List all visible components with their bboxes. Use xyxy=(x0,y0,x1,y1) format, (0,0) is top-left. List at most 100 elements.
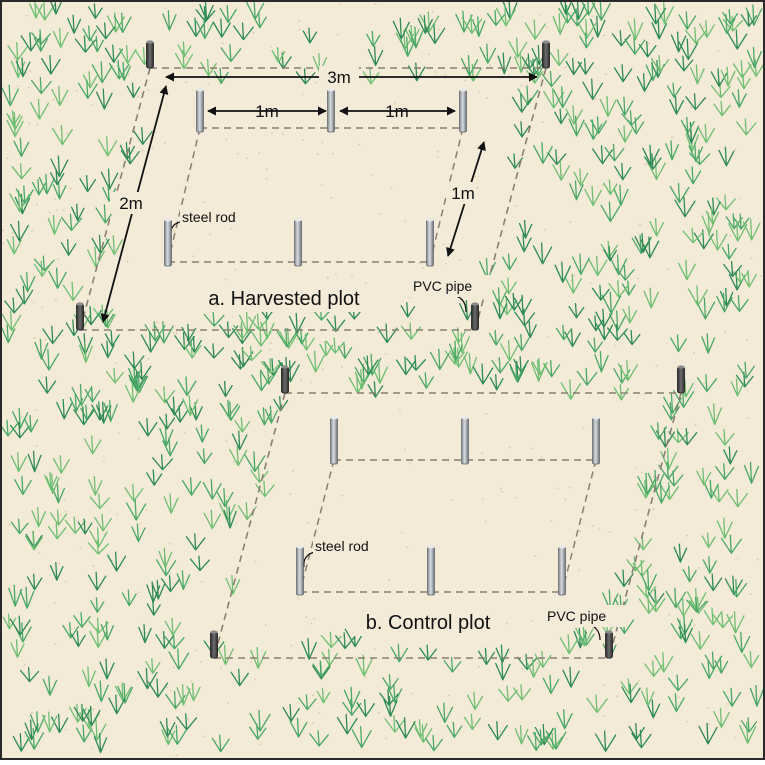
soil-speckle xyxy=(514,205,517,208)
pvc-pipe-label-b: PVC pipe xyxy=(547,608,606,624)
grass-tuft-icon xyxy=(355,654,373,677)
soil-speckle xyxy=(259,743,262,746)
soil-speckle xyxy=(410,692,413,695)
grass-tuft-icon xyxy=(649,218,664,237)
grass-tuft-icon xyxy=(78,341,93,363)
grass-tuft-icon xyxy=(73,612,91,628)
soil-speckle xyxy=(57,258,60,261)
soil-speckle xyxy=(436,155,439,158)
soil-speckle xyxy=(451,499,454,501)
grass-tuft-icon xyxy=(590,116,607,135)
grass-tuft-icon xyxy=(174,49,194,70)
grass-tuft-icon xyxy=(15,285,34,305)
label-backdrop xyxy=(446,182,476,204)
posts xyxy=(76,40,685,659)
grass-tuft-icon xyxy=(220,44,242,63)
grass-tuft-icon xyxy=(707,403,723,426)
soil-speckle xyxy=(686,534,688,537)
grass-tuft-icon xyxy=(531,359,547,382)
soil-speckle xyxy=(36,123,39,126)
grass-tuft-icon xyxy=(225,574,241,595)
soil-speckle xyxy=(540,456,543,459)
soil-speckle xyxy=(431,10,434,13)
grass-tuft-icon xyxy=(81,666,96,688)
grass-tuft-icon xyxy=(91,61,113,84)
grass-tuft-icon xyxy=(638,40,657,58)
soil-speckle xyxy=(147,89,150,91)
grass-tuft-icon xyxy=(186,335,202,353)
soil-speckle xyxy=(573,274,576,277)
soil-speckle xyxy=(736,557,739,560)
soil-speckle xyxy=(582,427,585,430)
soil-speckle xyxy=(489,64,491,67)
soil-speckle xyxy=(320,184,323,186)
grass-tuft-icon xyxy=(244,451,266,473)
grass-tuft-icon xyxy=(408,26,424,49)
grass-tuft-icon xyxy=(487,720,508,741)
grass-tuft-icon xyxy=(554,108,569,125)
grass-tuft-icon xyxy=(306,350,325,373)
soil-speckle xyxy=(227,702,229,704)
soil-speckle xyxy=(734,148,737,151)
grass-tuft-icon xyxy=(554,261,572,283)
grass-tuft-icon xyxy=(233,22,255,41)
grass-tuft-icon xyxy=(492,287,507,307)
steel-rod-icon xyxy=(327,88,335,133)
soil-speckle xyxy=(602,184,604,187)
soil-speckle xyxy=(166,686,168,689)
grass-tuft-icon xyxy=(231,354,250,370)
grass-tuft-icon xyxy=(52,181,67,200)
steel-rod-icon xyxy=(461,416,469,465)
grass-tuft-icon xyxy=(363,353,382,376)
soil-speckle xyxy=(481,452,483,455)
grass-tuft-icon xyxy=(710,68,728,87)
grass-tuft-icon xyxy=(181,476,202,496)
steel-rod-icon xyxy=(426,218,434,267)
grass-tuft-icon xyxy=(124,351,145,370)
grass-tuft-icon xyxy=(252,12,267,29)
grass-tuft-icon xyxy=(667,674,689,692)
grass-tuft-icon xyxy=(509,360,527,383)
grass-tuft-icon xyxy=(10,518,29,535)
grass-tuft-icon xyxy=(609,254,628,276)
grass-tuft-icon xyxy=(223,506,237,529)
grass-tuft-icon xyxy=(387,684,403,704)
grass-tuft-icon xyxy=(701,333,716,354)
harvested-plot-title: a. Harvested plot xyxy=(208,288,360,310)
grass-tuft-icon xyxy=(552,161,571,181)
grass-tuft-icon xyxy=(390,643,408,663)
grass-tuft-icon xyxy=(218,321,239,339)
grass-tuft-icon xyxy=(603,245,618,262)
soil-speckle xyxy=(62,209,64,212)
grass-tuft-icon xyxy=(49,169,65,186)
grass-tuft-icon xyxy=(621,110,642,126)
grass-tuft-icon xyxy=(566,8,588,27)
grass-tuft-icon xyxy=(14,476,32,496)
grass-tuft-icon xyxy=(400,302,416,318)
grass-tuft-icon xyxy=(436,702,454,724)
steel-rod-icon xyxy=(296,545,304,596)
soil-speckle xyxy=(364,676,367,679)
grass-tuft-icon xyxy=(276,327,298,348)
grass-tuft-icon xyxy=(743,461,760,484)
soil-speckle xyxy=(638,680,640,682)
grass-tuft-icon xyxy=(665,140,679,161)
steel-rod-icon xyxy=(196,88,204,133)
grass-tuft-icon xyxy=(117,682,134,704)
soil-speckle xyxy=(321,368,324,370)
label-backdrop xyxy=(319,66,359,88)
soil-speckle xyxy=(486,97,488,99)
grass-tuft-icon xyxy=(48,267,67,289)
grass-tuft-icon xyxy=(677,259,696,281)
soil-speckle xyxy=(645,163,647,166)
grass-tuft-icon xyxy=(617,360,639,382)
soil-speckle xyxy=(326,276,329,279)
soil-speckle xyxy=(399,409,401,412)
soil-speckle xyxy=(187,718,189,720)
grass-tuft-icon xyxy=(614,162,632,181)
soil-speckle xyxy=(521,667,524,670)
grass-tuft-icon xyxy=(73,703,92,722)
grass-tuft-icon xyxy=(8,584,23,607)
grass-tuft-icon xyxy=(698,722,718,745)
soil-speckle xyxy=(501,490,503,493)
